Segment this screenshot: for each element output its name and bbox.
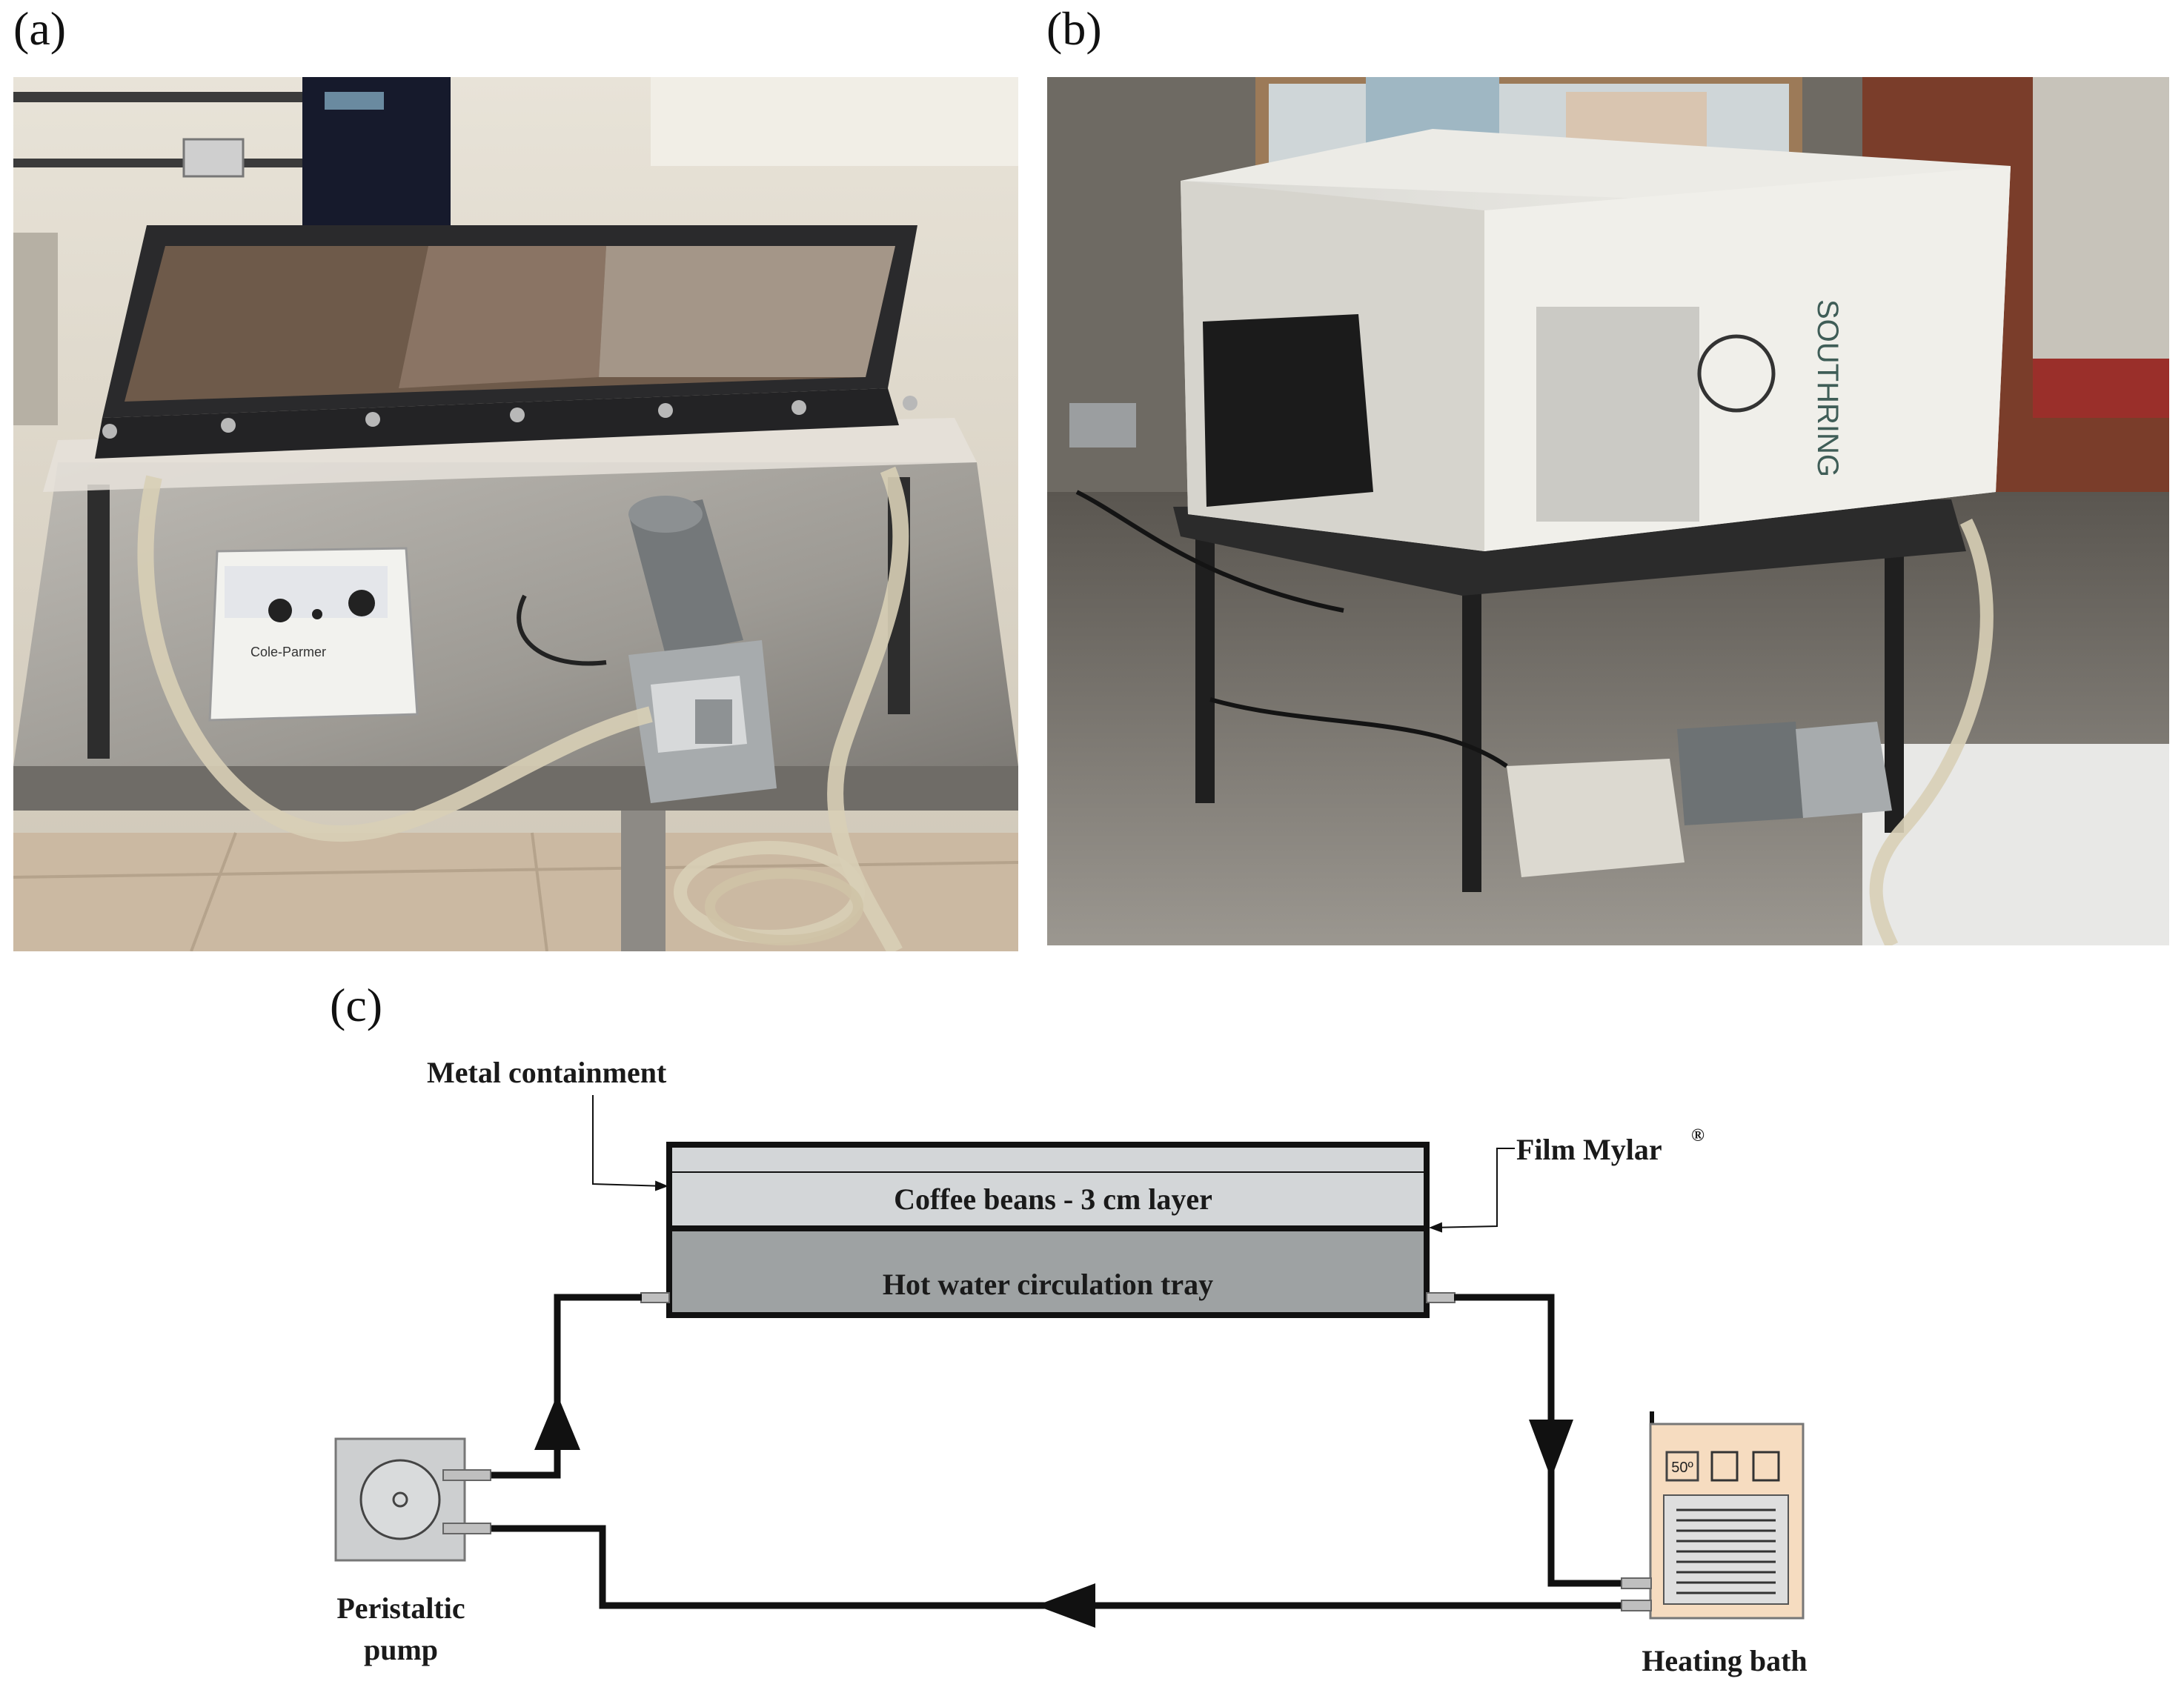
panel-label-b: (b) — [1046, 2, 1102, 55]
coffee-beans-layer — [669, 1145, 1427, 1230]
bath-display-text: 50º — [1671, 1460, 1693, 1476]
hot-water-tray — [669, 1230, 1427, 1315]
panel-label-c: (c) — [330, 979, 383, 1031]
photo-b-insulated-dryer: SOUTHRING — [1047, 77, 2169, 945]
panel-label-a: (a) — [13, 2, 67, 55]
flow-up-arrow — [534, 1394, 580, 1450]
controller-brand-label: Cole-Parmer — [250, 645, 326, 659]
heating-bath-label: Heating bath — [1642, 1644, 1807, 1677]
schematic-diagram: Coffee beans - 3 cm layer Hot water circ… — [334, 1056, 1808, 1677]
photo-a-tray-setup: Cole-Parmer — [13, 77, 1018, 951]
pump-label-line2: pump — [364, 1633, 438, 1666]
box-brand-label: SOUTHRING — [1811, 299, 1844, 477]
registered-mark: ® — [1691, 1126, 1705, 1145]
flow-left-arrow — [1036, 1583, 1095, 1628]
film-mylar-label: Film Mylar — [1516, 1133, 1662, 1166]
pump-label-line1: Peristaltic — [336, 1591, 465, 1625]
flow-down-arrow — [1529, 1420, 1573, 1479]
coffee-beans-label: Coffee beans - 3 cm layer — [894, 1182, 1212, 1216]
metal-containment-label: Metal containment — [427, 1056, 667, 1089]
hot-water-tray-label: Hot water circulation tray — [883, 1268, 1213, 1301]
